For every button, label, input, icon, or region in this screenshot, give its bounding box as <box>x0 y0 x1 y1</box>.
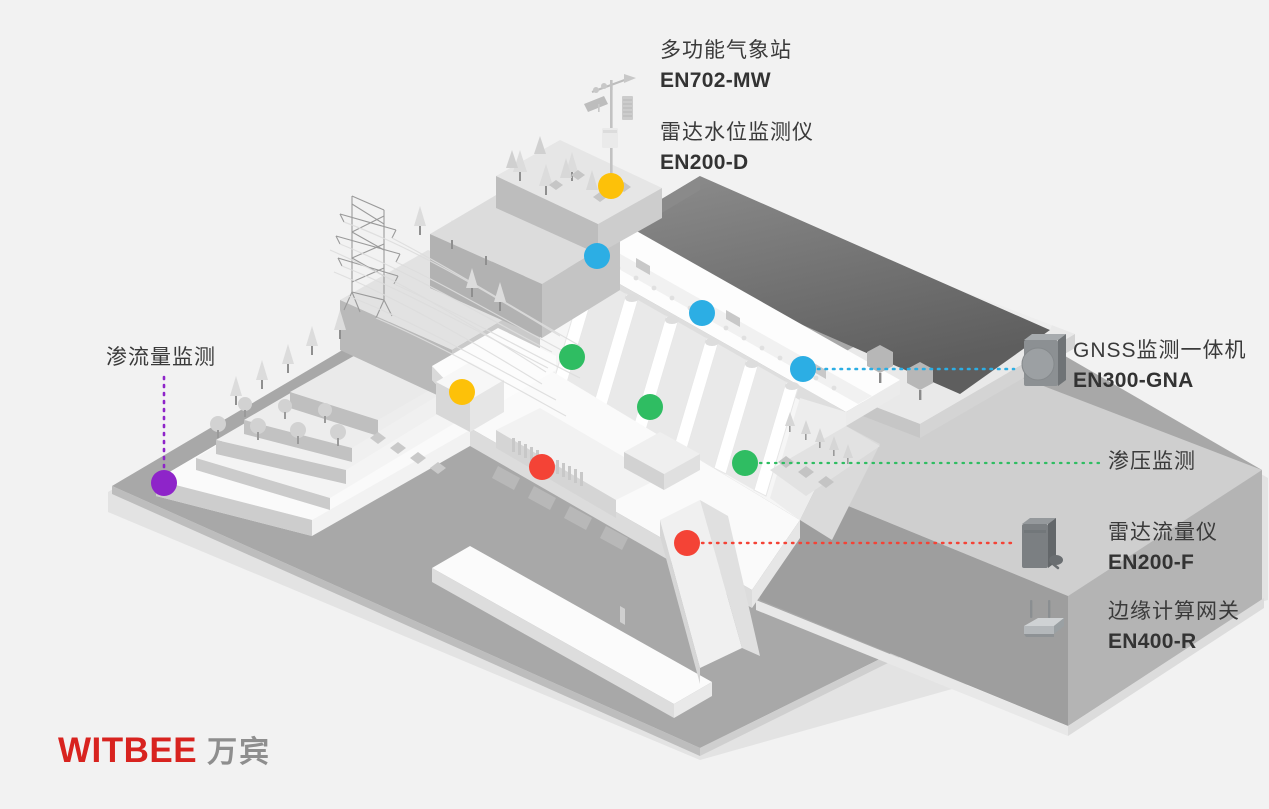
sensor-markers <box>151 173 816 556</box>
osmotic-marker-2[interactable] <box>637 394 663 420</box>
radar-flow-marker-1[interactable] <box>529 454 555 480</box>
gnss-marker-2[interactable] <box>689 300 715 326</box>
transmission-tower <box>335 195 401 319</box>
crest-gantry-a <box>620 605 625 625</box>
tailrace-channel <box>432 546 712 718</box>
radar-flow-marker-2[interactable] <box>674 530 700 556</box>
brand-latin: WITBEE <box>58 731 198 770</box>
label-osmotic-pressure: 渗压监测 <box>1108 447 1196 477</box>
label-seepage-flow: 渗流量监测 <box>106 343 216 373</box>
label-radar-water-level: 雷达水位监测仪 EN200-D <box>660 118 814 179</box>
power-marker[interactable] <box>449 379 475 405</box>
gnss-model: EN300-GNA <box>1073 369 1194 393</box>
seepage-flow-marker[interactable] <box>151 470 177 496</box>
radar-flowmeter-icon <box>1022 518 1063 570</box>
label-radar-flow-meter: 雷达流量仪 EN200-F <box>1108 518 1218 579</box>
label-weather-station: 多功能气象站 EN702-MW <box>660 36 792 97</box>
brand-cn: 万宾 <box>207 736 272 769</box>
radar-flow-meter-name: 雷达流量仪 <box>1108 521 1218 544</box>
osmotic-pressure-name: 渗压监测 <box>1108 450 1196 473</box>
edge-gateway-model: EN400-R <box>1108 630 1197 654</box>
upstream-right-bank <box>700 124 1080 330</box>
radar-flow-meter-model: EN200-F <box>1108 551 1195 575</box>
weather-station-model: EN702-MW <box>660 69 771 93</box>
radar-water-level-model: EN200-D <box>660 151 749 175</box>
power-lines <box>329 221 585 417</box>
conifer-trees <box>210 136 933 488</box>
osmotic-marker-3[interactable] <box>732 450 758 476</box>
label-edge-gateway: 边缘计算网关 EN400-R <box>1108 597 1240 658</box>
osmotic-marker-1[interactable] <box>559 344 585 370</box>
connector-lines <box>162 367 1102 545</box>
gnss-marker-3[interactable] <box>790 356 816 382</box>
weather-station-name: 多功能气象站 <box>660 39 792 62</box>
edge-gateway-icon <box>1024 600 1064 637</box>
gnss-marker-1[interactable] <box>584 243 610 269</box>
hill-block-summit <box>496 140 662 254</box>
edge-gateway-name: 边缘计算网关 <box>1108 600 1240 623</box>
radar-water-level-name: 雷达水位监测仪 <box>660 121 814 144</box>
gnss-name: GNSS监测一体机 <box>1073 339 1247 362</box>
weather-station-marker[interactable] <box>598 173 624 199</box>
label-gnss: GNSS监测一体机 EN300-GNA <box>1073 336 1247 397</box>
gnss-device-icon <box>1021 334 1066 386</box>
right-abutment <box>770 398 880 540</box>
seepage-flow-name: 渗流量监测 <box>106 346 216 369</box>
brand-logo: WITBEE 万宾 <box>58 727 271 771</box>
